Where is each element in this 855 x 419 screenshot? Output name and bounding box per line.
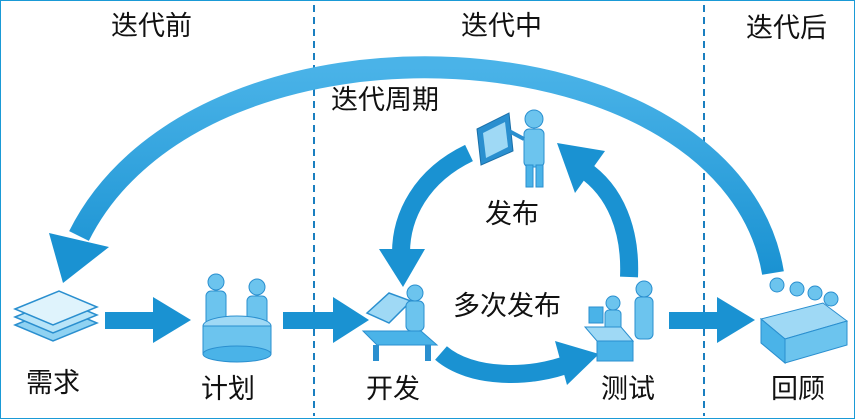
arrow-develop-to-test-head: [555, 341, 599, 385]
arrow-test-to-release-head: [557, 143, 605, 193]
meeting-table-icon: [202, 273, 272, 363]
arrow-test-to-release: [577, 161, 639, 278]
phase-label-during: 迭代中: [461, 11, 542, 42]
arrow-develop-to-test: [435, 345, 575, 383]
phase-label-before: 迭代前: [111, 11, 192, 42]
node-label-develop: 开发: [366, 374, 420, 405]
developer-icon: [361, 284, 439, 361]
multi-release-label: 多次发布: [453, 291, 561, 322]
review-meeting-icon: [759, 277, 849, 365]
arrow-requirements-to-plan: [105, 297, 191, 343]
node-label-requirements: 需求: [26, 368, 80, 399]
cycle-label: 迭代周期: [331, 85, 439, 116]
feedback-arc-arrowhead: [49, 233, 109, 283]
documents-icon: [13, 290, 99, 342]
arrow-test-to-review: [669, 297, 755, 343]
feedback-arc: [69, 56, 784, 275]
tester-icon: [583, 280, 654, 362]
node-label-release: 发布: [485, 199, 539, 230]
arrow-release-to-develop: [392, 144, 474, 254]
presenter-icon: [476, 109, 545, 188]
arrow-release-to-develop-head: [379, 249, 425, 287]
node-label-review: 回顾: [771, 374, 825, 405]
node-label-test: 测试: [601, 374, 655, 405]
node-label-plan: 计划: [201, 374, 255, 405]
arrow-plan-to-develop: [283, 297, 369, 343]
phase-label-after: 迭代后: [746, 13, 827, 44]
